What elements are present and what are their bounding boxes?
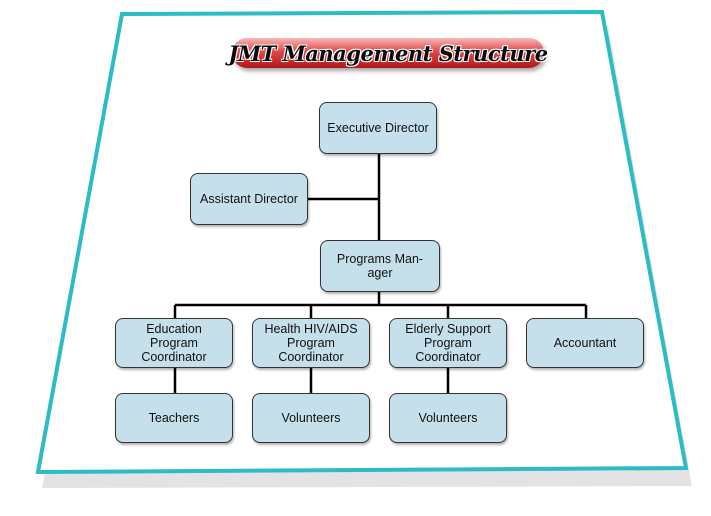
node-teachers: Teachers [115, 393, 233, 443]
node-executive-director: Executive Director [319, 102, 437, 154]
node-programs-manager: Programs Man- ager [320, 240, 440, 292]
node-label: Executive Director [327, 121, 429, 135]
node-education-coordinator: Education Program Coordinator [115, 318, 233, 368]
node-elderly-coordinator: Elderly Support Program Coordinator [389, 318, 507, 368]
page-title: JMT Management Structure [228, 40, 548, 66]
node-volunteers-elderly: Volunteers [389, 393, 507, 443]
node-label: Education Program Coordinator [141, 322, 207, 364]
node-label: Volunteers [281, 411, 341, 425]
node-label: Accountant [553, 336, 617, 350]
node-volunteers-health: Volunteers [252, 393, 370, 443]
title-banner: JMT Management Structure [228, 38, 548, 68]
node-assistant-director: Assistant Director [190, 173, 308, 225]
node-label: Assistant Director [200, 192, 298, 206]
node-label: Programs Man- ager [336, 252, 424, 280]
node-label: Elderly Support Program Coordinator [405, 322, 491, 364]
node-label: Health HIV/AIDS Program Coordinator [264, 322, 358, 364]
node-label: Teachers [148, 411, 200, 425]
node-label: Volunteers [418, 411, 478, 425]
node-health-coordinator: Health HIV/AIDS Program Coordinator [252, 318, 370, 368]
node-accountant: Accountant [526, 318, 644, 368]
